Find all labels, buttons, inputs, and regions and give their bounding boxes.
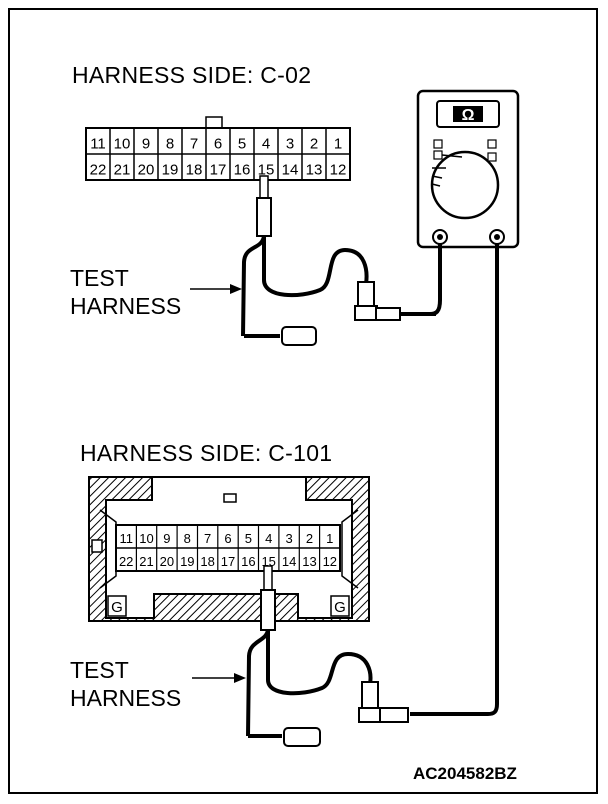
pin-label: 17	[210, 161, 227, 178]
connector-c02-row2: 22 21 20 19 18 17 16 15 14 13 12	[90, 161, 347, 178]
pin-label: 17	[221, 554, 235, 569]
label-arrow-top	[190, 284, 242, 294]
title-connector-c02: HARNESS SIDE: C-02	[72, 62, 312, 88]
meter-lead-right	[410, 244, 499, 716]
pin-label: 5	[238, 135, 246, 152]
diagram-frame	[8, 8, 598, 794]
test-harness-label-bottom: TEST HARNESS	[70, 656, 181, 712]
test-harness-label-line1: TEST	[70, 657, 129, 683]
pin-label: 15	[261, 554, 275, 569]
pin-label: 20	[138, 161, 155, 178]
connector-c101-row2: 22 21 20 19 18 17 16 15 14 13 12	[119, 554, 337, 569]
pin-label: 22	[90, 161, 107, 178]
pin-label: 18	[186, 161, 203, 178]
label-arrow-bottom	[192, 673, 246, 683]
ground-mark-right: G	[334, 599, 346, 616]
test-harness-top-plug	[281, 326, 317, 346]
pin-label: 1	[326, 531, 333, 546]
test-harness-bottom	[246, 565, 409, 747]
pin-label: 3	[285, 531, 292, 546]
figure-code: AC204582BZ	[413, 764, 517, 783]
pin-label: 4	[262, 135, 270, 152]
test-harness-top	[241, 175, 436, 346]
pin-label: 14	[282, 161, 299, 178]
pin-label: 5	[245, 531, 252, 546]
pin-label: 19	[162, 161, 179, 178]
test-harness-label-line2: HARNESS	[70, 293, 182, 319]
meter-lead-left	[429, 244, 442, 316]
title-connector-c101: HARNESS SIDE: C-101	[80, 440, 333, 466]
pin-label: 15	[258, 161, 275, 178]
multimeter: Ω	[416, 89, 520, 249]
pin-label: 20	[160, 554, 174, 569]
pin-label: 12	[323, 554, 337, 569]
pin-label: 4	[265, 531, 272, 546]
pin-label: 16	[234, 161, 251, 178]
pin-label: 7	[204, 531, 211, 546]
pin-label: 14	[282, 554, 296, 569]
pin-label: 9	[163, 531, 170, 546]
pin-label: 16	[241, 554, 255, 569]
pin-label: 2	[310, 135, 318, 152]
pin-label: 1	[334, 135, 342, 152]
pin-label: 21	[114, 161, 131, 178]
pin-label: 13	[306, 161, 323, 178]
pin-label: 2	[306, 531, 313, 546]
pin-label: 11	[90, 135, 106, 152]
pin-label: 22	[119, 554, 133, 569]
pin-label: 10	[139, 531, 153, 546]
test-harness-bottom-plug	[283, 727, 321, 747]
pin-label: 9	[142, 135, 150, 152]
pin-label: 3	[286, 135, 294, 152]
pin-label: 18	[200, 554, 214, 569]
pin-label: 19	[180, 554, 194, 569]
pin-label: 12	[330, 161, 347, 178]
test-harness-label-line1: TEST	[70, 265, 129, 291]
ground-mark-left: G	[111, 599, 123, 616]
ohm-symbol: Ω	[462, 107, 475, 124]
pin-label: 8	[184, 531, 191, 546]
pin-label: 10	[114, 135, 131, 152]
test-harness-label-top: TEST HARNESS	[70, 264, 181, 320]
pin-label: 21	[139, 554, 153, 569]
pin-label: 8	[166, 135, 174, 152]
pin-label: 7	[190, 135, 198, 152]
meter-dial	[430, 150, 500, 220]
pin-label: 13	[302, 554, 316, 569]
pin-label: 6	[214, 135, 222, 152]
test-harness-label-line2: HARNESS	[70, 685, 182, 711]
pin-label: 11	[119, 531, 133, 546]
pin-label: 6	[224, 531, 231, 546]
